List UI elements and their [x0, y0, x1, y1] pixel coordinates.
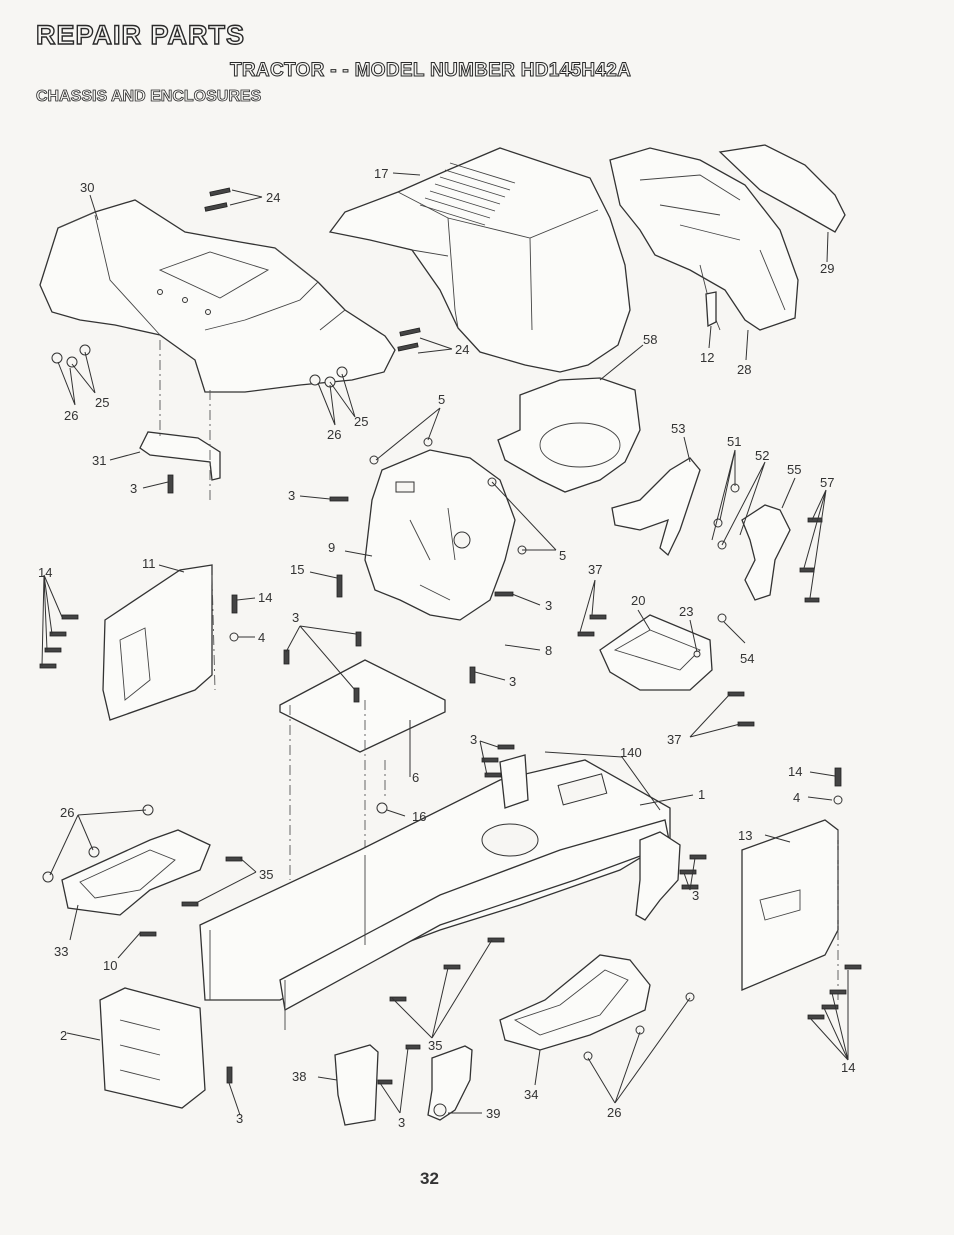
callout-13: 13	[738, 828, 752, 843]
bracket-31-part	[139, 431, 221, 481]
callout-14: 14	[258, 590, 272, 605]
callout-10: 10	[103, 958, 117, 973]
callout-26: 26	[60, 805, 74, 820]
page-number: 32	[420, 1169, 439, 1188]
callout-2: 2	[60, 1028, 67, 1043]
callout-14: 14	[788, 764, 802, 779]
callout-25: 25	[354, 414, 368, 429]
callout-5: 5	[559, 548, 566, 563]
callout-24: 24	[455, 342, 469, 357]
callout-3: 3	[130, 481, 137, 496]
callout-33: 33	[54, 944, 68, 959]
callout-3: 3	[509, 674, 516, 689]
callout-16: 16	[412, 809, 426, 824]
callout-3: 3	[470, 732, 477, 747]
callout-37: 37	[667, 732, 681, 747]
callout-17: 17	[374, 166, 388, 181]
page-title: REPAIR PARTS	[35, 19, 246, 50]
callout-55: 55	[787, 462, 801, 477]
callout-3: 3	[545, 598, 552, 613]
callout-5: 5	[438, 392, 445, 407]
bracket-140	[499, 754, 529, 809]
rear-fender-part	[39, 199, 396, 393]
front-bracket-2	[99, 987, 206, 1109]
callout-labels: 30 24 17 29 24 25 26 26 25 12 28 58 5 31…	[38, 166, 855, 1130]
callout-31: 31	[92, 453, 106, 468]
callout-57: 57	[820, 475, 834, 490]
callout-6: 6	[412, 770, 419, 785]
callout-26: 26	[64, 408, 78, 423]
bracket-53	[611, 457, 701, 557]
callout-140: 140	[620, 745, 642, 760]
shroud-part	[497, 377, 641, 493]
latch-bracket	[705, 291, 717, 328]
callout-24: 24	[266, 190, 280, 205]
callout-54: 54	[740, 651, 754, 666]
callout-15: 15	[290, 562, 304, 577]
bracket-39	[427, 1045, 473, 1121]
side-panel-left-part	[102, 564, 216, 721]
model-subtitle: TRACTOR - - MODEL NUMBER HD145H42A	[229, 60, 632, 82]
callout-51: 51	[727, 434, 741, 449]
main-frame-part	[199, 759, 671, 1030]
callout-25: 25	[95, 395, 109, 410]
callout-3: 3	[236, 1111, 243, 1126]
callout-4: 4	[258, 630, 265, 645]
callout-4: 4	[793, 790, 800, 805]
callout-35: 35	[259, 867, 273, 882]
callout-37: 37	[588, 562, 602, 577]
footrest-right-part	[499, 954, 651, 1051]
callout-3: 3	[292, 610, 299, 625]
mounting-bracket-20	[599, 614, 713, 691]
callout-30: 30	[80, 180, 94, 195]
bracket-55	[741, 504, 791, 601]
seat-plate-part	[279, 659, 446, 880]
callout-3: 3	[692, 888, 699, 903]
fastener-set	[39, 187, 862, 1085]
callout-9: 9	[328, 540, 335, 555]
callout-39: 39	[486, 1106, 500, 1121]
callout-3: 3	[288, 488, 295, 503]
front-bracket-right	[635, 831, 681, 921]
callout-26: 26	[327, 427, 341, 442]
callout-53: 53	[671, 421, 685, 436]
callout-3: 3	[398, 1115, 405, 1130]
side-panel-right-part	[741, 819, 839, 1000]
callout-34: 34	[524, 1087, 538, 1102]
callout-12: 12	[700, 350, 714, 365]
section-heading: CHASSIS AND ENCLOSURES	[36, 88, 262, 106]
callout-52: 52	[755, 448, 769, 463]
callout-28: 28	[737, 362, 751, 377]
callout-20: 20	[631, 593, 645, 608]
callout-29: 29	[820, 261, 834, 276]
callout-26: 26	[607, 1105, 621, 1120]
callout-14: 14	[38, 565, 52, 580]
hood-part	[328, 147, 631, 373]
bracket-38	[334, 1044, 379, 1126]
callout-11: 11	[142, 556, 156, 571]
footrest-left-part	[61, 829, 211, 916]
callout-1: 1	[698, 787, 705, 802]
leader-lines	[41, 172, 849, 1116]
callout-35: 35	[428, 1038, 442, 1053]
grille-part	[609, 144, 846, 331]
callout-14: 14	[841, 1060, 855, 1075]
callout-23: 23	[679, 604, 693, 619]
callout-38: 38	[292, 1069, 306, 1084]
callout-58: 58	[643, 332, 657, 347]
callout-8: 8	[545, 643, 552, 658]
dash-panel-part	[364, 449, 516, 621]
